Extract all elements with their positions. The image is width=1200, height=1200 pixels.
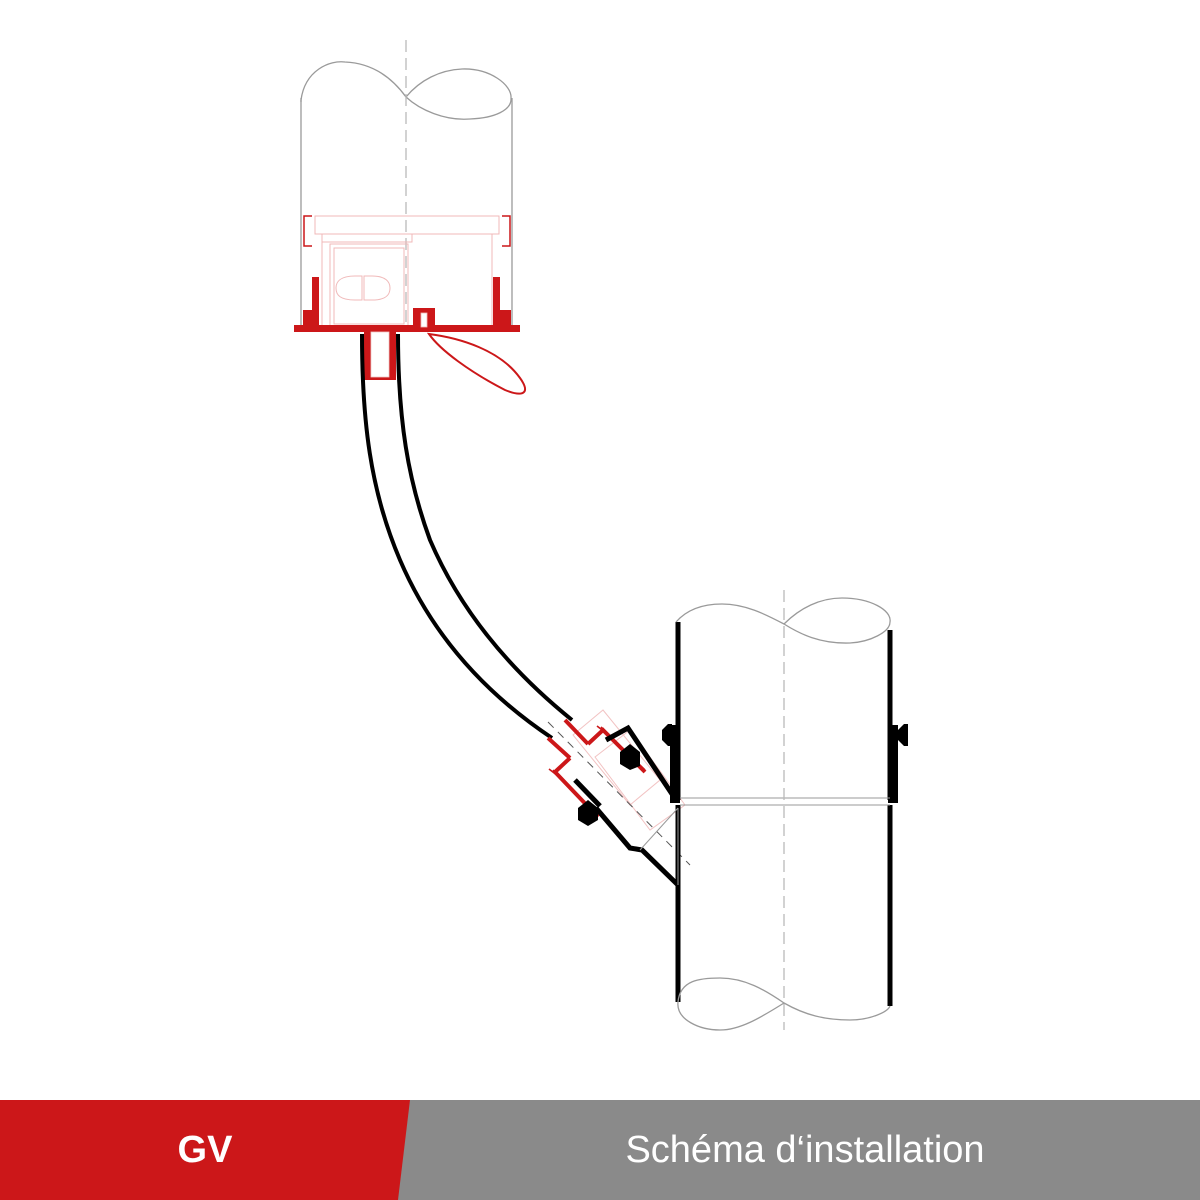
flexible-hose xyxy=(360,333,574,740)
product-code: GV xyxy=(177,1128,233,1171)
drain-outlet xyxy=(364,331,396,380)
pull-cord-loop xyxy=(426,332,526,395)
installation-diagram xyxy=(294,40,908,1031)
footer-banner: GV Schéma d‘installation xyxy=(0,1100,1200,1200)
lower-pipe-section xyxy=(573,590,908,1031)
device-housing xyxy=(294,215,520,332)
diagram-title: Schéma d‘installation xyxy=(625,1128,985,1171)
footer-code-panel xyxy=(0,1100,410,1200)
upper-pipe-section xyxy=(300,40,513,330)
housing-base xyxy=(294,277,520,332)
y-branch-inlet xyxy=(573,724,680,887)
